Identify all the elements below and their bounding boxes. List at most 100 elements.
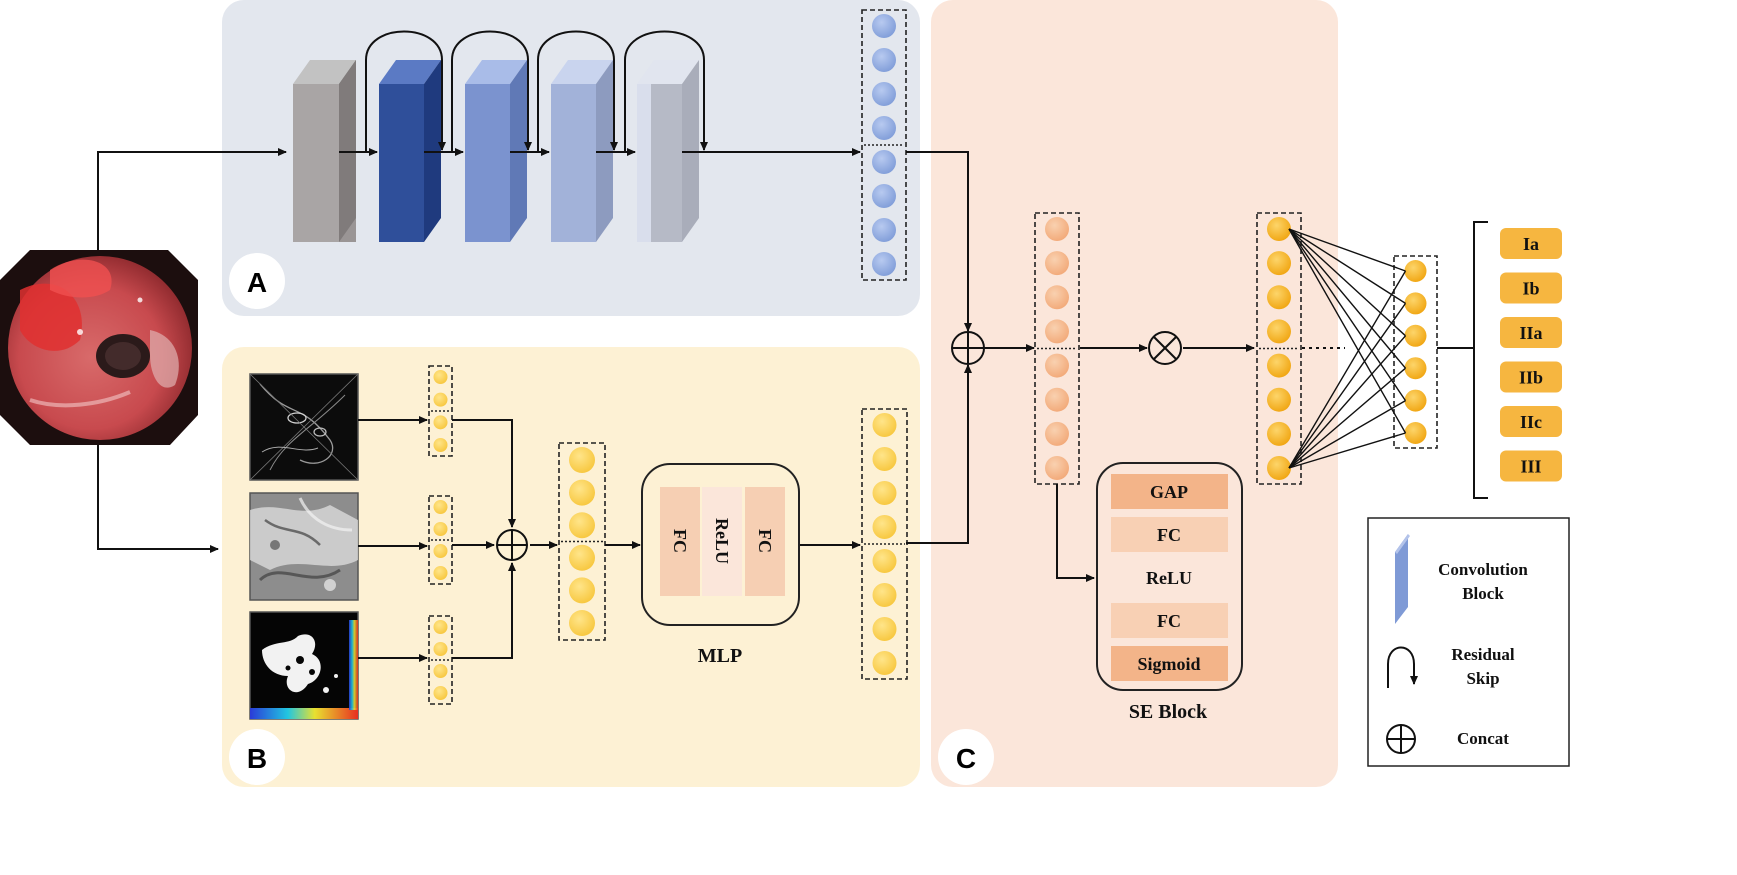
vector-node (433, 522, 448, 536)
legend-convolution-label-1: Convolution (1438, 560, 1528, 579)
vector-node (1404, 260, 1427, 282)
vector-node (433, 566, 448, 580)
vector-node (1404, 357, 1427, 380)
panel-b-background (222, 347, 920, 787)
vector-node (1267, 217, 1291, 241)
class-iii: III (1500, 450, 1562, 482)
vector-node (1404, 324, 1427, 347)
svg-text:Ia: Ia (1523, 234, 1539, 254)
vector-node (1404, 292, 1427, 315)
feature-vector-reweighted (1256, 212, 1302, 485)
svg-text:B: B (247, 743, 267, 774)
vector-node (1267, 421, 1291, 446)
vector-node (872, 617, 897, 641)
svg-text:IIb: IIb (1519, 368, 1543, 388)
vector-node (1045, 387, 1069, 412)
vector-node (569, 544, 595, 571)
svg-text:C: C (956, 743, 976, 774)
vector-node (872, 651, 897, 675)
concat-operator-c (951, 331, 985, 365)
vector-node (872, 413, 897, 437)
fusion-connectors (906, 151, 1255, 582)
panel-c-background (931, 0, 1338, 787)
vector-node (872, 82, 896, 106)
feature-vector-fused (1034, 212, 1080, 485)
vector-node (1267, 387, 1291, 412)
vector-node (433, 370, 448, 384)
vector-node (433, 686, 448, 700)
vector-node (872, 252, 896, 276)
panel-c-label: C (938, 729, 994, 785)
vector-node (1045, 456, 1069, 480)
vector-node (872, 549, 897, 573)
vector-node (1267, 319, 1291, 344)
vector-node (569, 577, 595, 604)
handcrafted-connectors (358, 416, 861, 662)
se-gap-layer (1111, 474, 1228, 509)
se-sigmoid-layer (1111, 646, 1228, 681)
convolution-block-legend-icon (1395, 534, 1410, 624)
vector-node (433, 500, 448, 514)
residual-skips (365, 30, 708, 152)
svg-text:IIa: IIa (1519, 323, 1542, 343)
feature-vector-texture (428, 495, 453, 585)
se-relu-layer (1111, 560, 1228, 595)
vector-node (569, 447, 595, 473)
mlp-block: FC ReLU FC MLP (641, 463, 800, 667)
vector-node (1267, 285, 1291, 310)
class-ia: Ia (1500, 228, 1562, 259)
vector-node (872, 218, 896, 242)
feature-vector-a (861, 9, 907, 281)
class-ib: Ib (1500, 272, 1562, 304)
vector-node (433, 438, 448, 452)
feature-vector-mask (428, 615, 453, 705)
texture-feature-map-icon (249, 492, 359, 601)
input-connectors (97, 148, 287, 553)
convolution-block-2 (379, 60, 441, 242)
convolution-block-4 (551, 60, 613, 242)
se-relu-label: ReLU (1146, 568, 1192, 588)
endoscopy-image-icon (0, 250, 198, 445)
svg-text:IIc: IIc (1520, 412, 1542, 432)
legend-convolution-label-2: Block (1462, 584, 1504, 603)
vector-node (872, 481, 897, 505)
vector-node (433, 664, 448, 678)
svg-text:Ib: Ib (1522, 279, 1539, 299)
panel-b-label: B (229, 729, 285, 785)
residual-skip-legend-icon (1387, 646, 1418, 688)
legend-concat-label: Concat (1457, 729, 1509, 748)
se-fc-layer-1 (1111, 517, 1228, 552)
vector-node (872, 583, 897, 607)
multiply-operator (1148, 331, 1182, 365)
mask-heatmap-icon (249, 611, 359, 720)
vector-node (433, 620, 448, 634)
vector-node (872, 14, 896, 38)
edge-feature-map-icon (249, 373, 359, 481)
mlp-fc-label-2: FC (755, 529, 775, 553)
vector-node (872, 116, 896, 140)
vector-node (872, 184, 896, 208)
feature-vector-classifier (1393, 255, 1438, 449)
mlp-fc-layer-1 (660, 487, 700, 596)
vector-node (569, 610, 595, 636)
output-bracket (1437, 221, 1488, 499)
vector-node (872, 515, 897, 539)
class-iib: IIb (1500, 361, 1562, 393)
vector-node (872, 48, 896, 72)
vector-node (872, 447, 897, 471)
fully-connected-edges (1288, 228, 1407, 469)
vector-node (1404, 422, 1427, 444)
vector-node (1267, 353, 1291, 378)
vector-node (1267, 251, 1291, 276)
vector-node (433, 544, 448, 558)
vector-node (569, 512, 595, 539)
vector-node (1045, 251, 1069, 276)
vector-node (1045, 353, 1069, 378)
convolution-block-1 (293, 60, 356, 242)
vector-node (1045, 217, 1069, 241)
legend: Convolution Block Residual Skip Concat (1367, 517, 1570, 767)
svg-text:III: III (1520, 457, 1541, 477)
feature-vector-handcrafted (558, 442, 606, 641)
